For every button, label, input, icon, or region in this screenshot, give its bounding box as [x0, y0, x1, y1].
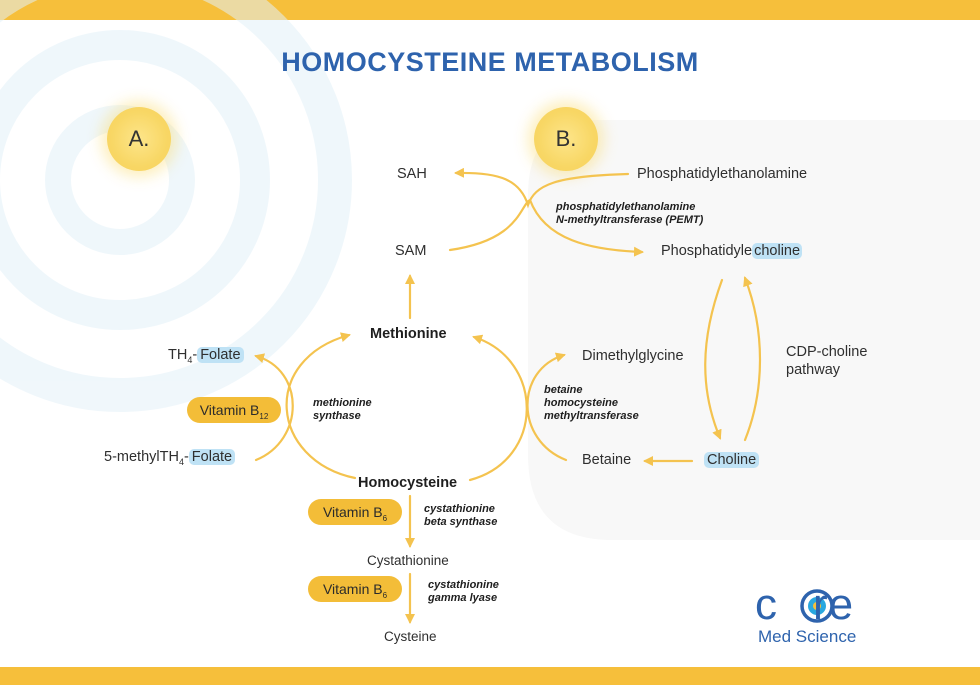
node-cysteine: Cysteine	[384, 629, 437, 644]
enzyme-cbs-line2: beta synthase	[424, 516, 498, 528]
enzyme-ms-line1: methionine	[313, 397, 372, 409]
enzyme-cbs-line1: cystathionine	[424, 503, 495, 515]
node-phosphatidylethanolamine: Phosphatidylethanolamine	[637, 166, 808, 182]
node-sah: SAH	[397, 166, 427, 182]
vitamin-b12-label: Vitamin B	[199, 402, 260, 418]
node-th4-folate: TH4-Folate	[168, 347, 244, 365]
vitamin-b6-subscript-2: 6	[382, 590, 388, 600]
vitamin-b6-pill-1: Vitamin B6	[308, 499, 402, 525]
page-title: HOMOCYSTEINE METABOLISM	[281, 47, 699, 77]
enzyme-pemt-line2: N-methyltransferase (PEMT)	[556, 214, 704, 226]
choline-highlight: choline	[752, 243, 803, 259]
methyl-subscript: 4	[178, 456, 184, 467]
arrow-homocysteine-to-methionine-left	[285, 332, 357, 480]
panel-b-background	[528, 120, 980, 540]
enzyme-bhmt-line2: homocysteine	[544, 397, 618, 409]
arrow-phosphatidylcholine-to-choline	[704, 278, 724, 440]
enzyme-bhmt-line1: betaine	[544, 384, 583, 396]
arrow-phosphatidylethanolamine-to-sah	[454, 167, 630, 209]
th4-prefix: TH	[168, 347, 188, 363]
enzyme-cgl-line2: gamma lyase	[428, 592, 498, 604]
cdp-line1: CDP-choline	[786, 344, 868, 360]
bottom-accent-bar	[0, 667, 980, 685]
node-dimethylglycine: Dimethylglycine	[582, 348, 684, 364]
logo-re: re	[813, 580, 855, 629]
enzyme-pemt: phosphatidylethanolamine N-methyltransfe…	[556, 201, 703, 227]
logo-subtitle: Med Science	[758, 627, 857, 646]
enzyme-cgl-line1: cystathionine	[428, 579, 499, 591]
node-methionine: Methionine	[370, 326, 447, 342]
vitamin-b6-subscript-1: 6	[382, 513, 388, 523]
vitamin-b6-pill-2: Vitamin B6	[308, 576, 402, 602]
folate2-highlight: Folate	[188, 449, 236, 465]
vitamin-b6-label-2: Vitamin B	[322, 581, 383, 597]
enzyme-bhmt-line3: methyltransferase	[544, 410, 639, 422]
enzyme-cystathionine-beta-synthase: cystathionine beta synthase	[424, 503, 497, 529]
panel-a-badge: A.	[107, 107, 171, 171]
vitamin-b12-pill: Vitamin B12	[187, 397, 281, 423]
choline-box: Choline	[704, 452, 760, 468]
node-5-methylth4-folate: 5-methylTH4-Folate	[104, 449, 236, 467]
enzyme-ms-line2: synthase	[313, 410, 361, 422]
node-betaine: Betaine	[582, 452, 632, 468]
arrow-betaine-to-dimethylglycine	[526, 352, 568, 462]
enzyme-pemt-line1: phosphatidylethanolamine	[556, 201, 696, 213]
folate-highlight: Folate	[197, 347, 244, 363]
th4-dash: -	[192, 347, 198, 363]
enzyme-methionine-synthase: methionine synthase	[313, 397, 372, 423]
node-homocysteine: Homocysteine	[358, 475, 458, 491]
panel-b-badge: B.	[534, 107, 598, 171]
vitamin-b12-subscript: 12	[259, 411, 269, 421]
enzyme-bhmt: betaine homocysteine methyltransferase	[544, 384, 639, 423]
logo-c: c	[755, 580, 778, 629]
core-logo: core	[755, 583, 854, 627]
methyl-dash: -	[183, 449, 189, 465]
arrow-homocysteine-to-methionine-right	[468, 334, 528, 482]
node-sam: SAM	[395, 243, 427, 259]
th4-subscript: 4	[187, 354, 193, 365]
cdp-line2: pathway	[786, 362, 841, 378]
phosphatidyl-prefix: Phosphatidyle	[661, 243, 753, 259]
arrow-cdp-choline-pathway	[743, 276, 762, 442]
vitamin-b6-label-1: Vitamin B	[322, 504, 383, 520]
node-choline: Choline	[704, 452, 760, 468]
arrow-folate-cycle	[254, 353, 294, 462]
logo-o-mark	[800, 589, 834, 623]
logo-o: o	[778, 583, 813, 627]
enzyme-cystathionine-gamma-lyase: cystathionine gamma lyase	[428, 579, 499, 605]
node-cystathionine: Cystathionine	[367, 553, 449, 568]
methyl-prefix: 5-methylTH	[104, 449, 179, 465]
label-cdp-choline-pathway: CDP-choline pathway	[786, 343, 867, 379]
